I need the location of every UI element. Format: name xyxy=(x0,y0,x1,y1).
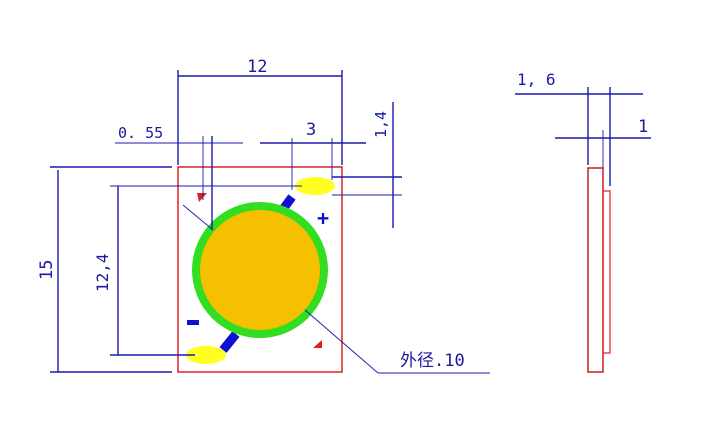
red-marker-bottom xyxy=(313,340,322,348)
side-view: 1, 6 1 xyxy=(515,70,651,373)
trace-bottom xyxy=(219,331,240,353)
board-thickness-label: 1 xyxy=(638,117,648,137)
pad-positive xyxy=(295,177,335,195)
board-outline xyxy=(177,166,343,373)
pad-negative xyxy=(186,346,226,364)
diameter-label: 外径.10 xyxy=(400,351,465,371)
front-view: + 12 0. 55 3 1,4 15 12,4 外 xyxy=(37,57,490,374)
side-emitter xyxy=(602,190,611,354)
red-marker-top xyxy=(197,193,207,202)
pad-length-label: 3 xyxy=(306,120,316,140)
minus-sign xyxy=(187,320,199,325)
emitter-area xyxy=(200,210,320,330)
total-thickness-label: 1, 6 xyxy=(517,70,556,89)
side-board xyxy=(587,167,604,373)
height-label: 15 xyxy=(37,260,57,280)
pad-height-label: 1,4 xyxy=(372,111,390,138)
plus-sign: + xyxy=(317,206,329,230)
edge-offset-label: 0. 55 xyxy=(118,124,163,142)
pad-pitch-label: 12,4 xyxy=(93,253,112,292)
width-label: 12 xyxy=(247,57,267,77)
